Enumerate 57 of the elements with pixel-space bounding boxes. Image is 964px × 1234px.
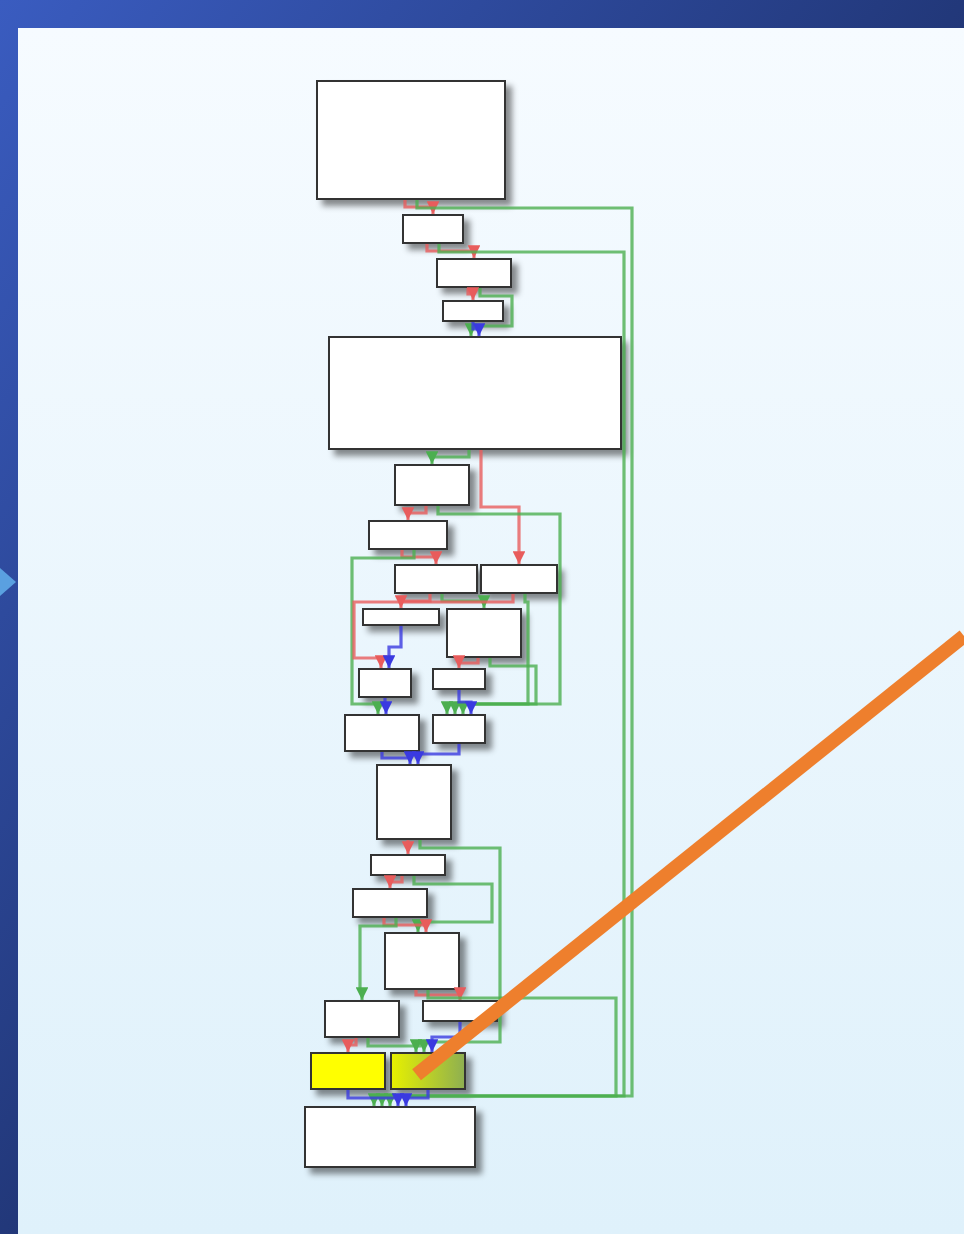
flow-arrow	[379, 698, 393, 714]
code-block	[402, 214, 464, 244]
flow-arrow	[383, 875, 404, 888]
flow-arrow	[382, 626, 403, 668]
flow-arrow	[383, 990, 618, 1106]
code-block	[432, 668, 486, 690]
flow-arrow	[409, 840, 502, 1052]
code-block	[328, 336, 622, 450]
code-block	[370, 854, 446, 876]
code-block	[344, 714, 420, 752]
flow-arrow	[479, 450, 526, 564]
code-block	[304, 1106, 476, 1168]
flow-arrow	[452, 655, 480, 668]
flow-arrow	[466, 287, 480, 300]
flow-arrow	[341, 1038, 358, 1052]
code-block	[376, 764, 452, 840]
flow-arrow	[366, 1038, 431, 1052]
code-block	[432, 714, 486, 744]
flow-arrow	[464, 288, 514, 336]
flow-arrow	[425, 244, 481, 258]
code-block	[368, 520, 448, 550]
flow-arrow	[425, 450, 471, 464]
flow-arrow	[401, 840, 415, 854]
code-block	[480, 564, 558, 594]
flow-arrow	[403, 200, 440, 214]
flow-arrow	[457, 690, 478, 714]
flow-arrow	[414, 987, 467, 1000]
code-block	[352, 888, 428, 918]
flow-arrow	[355, 918, 398, 1000]
flow-arrow	[436, 506, 562, 714]
flow-arrow	[352, 594, 515, 668]
flow-arrow	[471, 322, 486, 336]
code-block	[362, 608, 440, 626]
flow-arrow	[425, 1022, 462, 1052]
flow-arrow	[394, 594, 432, 608]
flow-arrow	[350, 550, 416, 714]
flow-arrow	[411, 744, 461, 764]
flow-arrow	[346, 1090, 405, 1106]
code-block	[384, 932, 460, 990]
code-block	[446, 608, 522, 658]
flow-arrow	[456, 658, 538, 714]
flow-arrow	[401, 506, 428, 520]
code-block	[442, 300, 504, 322]
flow-arrow	[448, 594, 530, 714]
code-block	[358, 668, 412, 698]
flow-arrow	[382, 918, 433, 932]
code-block	[436, 258, 512, 288]
code-block	[394, 564, 478, 594]
flow-arrow	[440, 594, 491, 608]
code-block	[394, 464, 470, 506]
flow-arrow	[399, 1090, 430, 1106]
flow-arrow	[380, 751, 417, 764]
flow-arrow	[400, 550, 443, 564]
flow-arrow	[411, 876, 494, 932]
code-block	[324, 1000, 400, 1038]
code-block	[316, 80, 506, 200]
code-block	[310, 1052, 386, 1090]
